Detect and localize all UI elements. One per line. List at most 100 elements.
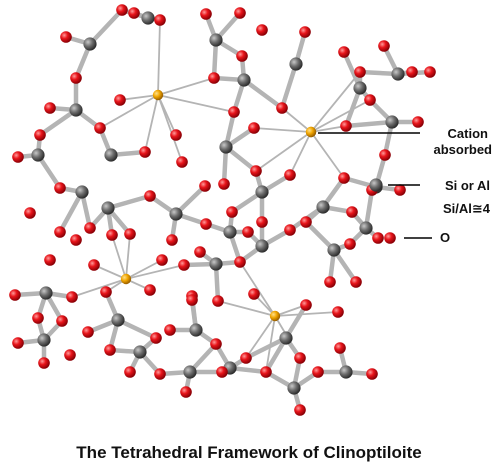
oxygen-atom [60,31,72,43]
silicon-atom [169,207,183,221]
oxygen-atom [406,66,418,78]
oxygen-label: O [440,230,451,245]
oxygen-atom [70,72,82,84]
silicon-label-line1: Si or Al [444,178,490,193]
oxygen-atom [340,120,352,132]
cation-coordination-bond [157,94,183,163]
silicon-atom [327,243,341,257]
silicon-atom [255,185,269,199]
cation-coordination-bond [125,233,131,280]
oxygen-atom [354,66,366,78]
legend-silicon-atom [369,178,383,192]
si-o-bond [279,61,299,111]
oxygen-atom [54,226,66,238]
si-o-bond [105,193,153,211]
cation-coordination-bond [289,131,312,176]
legend-cation-atom [305,126,317,138]
si-o-bond [35,152,63,191]
cation-coordination-bond [99,94,159,129]
silicon-atom [133,345,147,359]
oxygen-atom [176,156,188,168]
oxygen-atom [300,299,312,311]
oxygen-atom [256,216,268,228]
oxygen-atom [116,4,128,16]
cation-coordination-bond [253,127,312,133]
cation-coordination-bond [125,264,185,280]
oxygen-atom [312,366,324,378]
oxygen-atom [12,151,24,163]
oxygen-atom [218,178,230,190]
cation-coordination-bond [239,261,276,317]
cation-coordination-bond [71,278,127,298]
oxygen-atom [44,102,56,114]
oxygen-atom [84,222,96,234]
silicon-atom [219,140,233,154]
oxygen-atom [208,72,220,84]
oxygen-atom [44,254,56,266]
oxygen-atom [424,66,436,78]
silicon-atom [69,103,83,117]
oxygen-atom [240,352,252,364]
cation-coordination-bond [310,99,371,133]
oxygen-atom [338,172,350,184]
silicon-atom [237,73,251,87]
silicon-atom [255,239,269,253]
oxygen-atom [248,122,260,134]
oxygen-atom [216,366,228,378]
oxygen-atom [344,238,356,250]
cation-coordination-bond [274,311,339,317]
bonds-layer [12,7,433,413]
si-o-bond [87,7,125,47]
oxygen-atom [338,46,350,58]
cation-coordination-bond [144,94,159,153]
oxygen-atom [64,349,76,361]
oxygen-atom [294,404,306,416]
oxygen-atom [250,165,262,177]
legend-oxygen-atom [384,232,396,244]
si-o-bond [115,317,159,341]
cation-coordination-bond [93,264,127,280]
silicon-atom [339,365,353,379]
atoms-layer [9,4,436,416]
cation-label-line1: Cation [447,126,488,141]
cation-coordination-bond [157,19,161,96]
oxygen-atom [166,234,178,246]
oxygen-atom [194,246,206,258]
oxygen-atom [70,234,82,246]
silicon-atom [104,148,118,162]
diagram-title: The Tetrahedral Framework of Clinoptiloi… [76,443,422,462]
oxygen-atom [128,7,140,19]
oxygen-atom [378,40,390,52]
oxygen-atom [178,259,190,271]
oxygen-atom [294,352,306,364]
oxygen-atom [124,366,136,378]
oxygen-atom [180,386,192,398]
oxygen-atom [34,129,46,141]
oxygen-atom [366,368,378,380]
oxygen-atom [150,332,162,344]
oxygen-atom [284,224,296,236]
oxygen-atom [228,106,240,118]
silicon-atom [385,115,399,129]
oxygen-atom [299,26,311,38]
oxygen-atom [379,149,391,161]
oxygen-atom [199,180,211,192]
silicon-atom [189,323,203,337]
silicon-atom [75,185,89,199]
silicon-atom [223,225,237,239]
si-o-bond [343,85,363,129]
oxygen-atom [139,146,151,158]
cation-coordination-bond [157,94,235,113]
cation-coordination-bond [255,131,312,172]
silicon-atom [83,37,97,51]
oxygen-atom [124,228,136,240]
oxygen-atom [372,232,384,244]
silicon-atom [111,313,125,327]
oxygen-atom [200,218,212,230]
oxygen-atom [154,368,166,380]
silicon-atom [141,11,155,25]
oxygen-atom [212,295,224,307]
silicon-atom [289,57,303,71]
silicon-atom [209,33,223,47]
oxygen-atom [100,286,112,298]
